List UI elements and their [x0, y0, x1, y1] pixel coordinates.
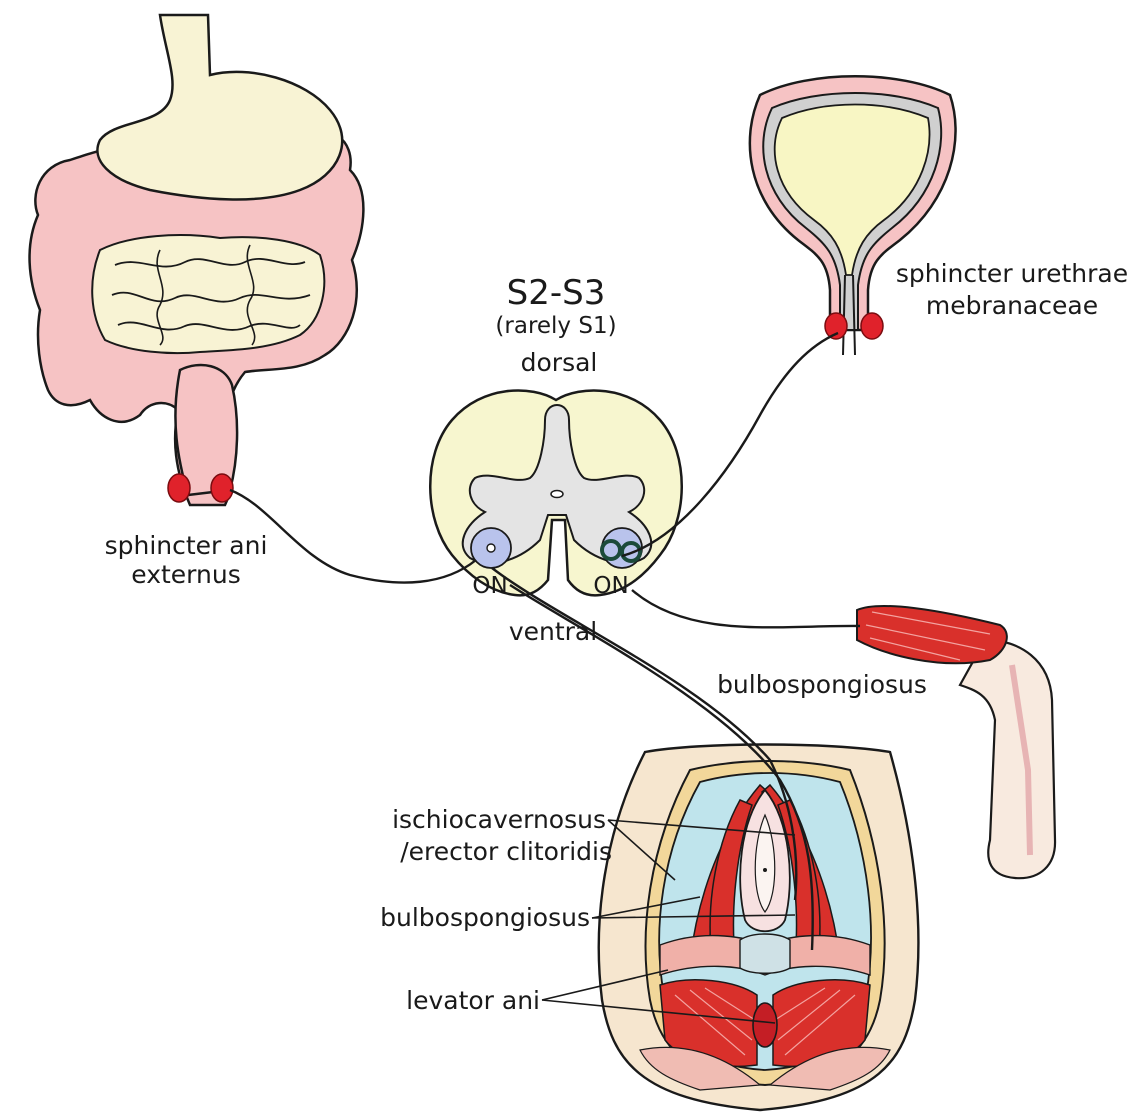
ischiocavernosus-label-line1: ischiocavernosus	[392, 805, 606, 834]
sphincter-ani-label-line1: sphincter ani	[105, 531, 268, 560]
central-canal	[551, 491, 563, 498]
sphincter-ani-externus-left	[168, 474, 190, 502]
sphincter-urethrae-right	[861, 313, 883, 339]
dorsal-label: dorsal	[521, 348, 598, 377]
sphincter-urethrae-label-line2: mebranaceae	[926, 291, 1098, 320]
onuf-nucleus-left-cell	[487, 544, 495, 552]
ventral-label: ventral	[509, 617, 597, 646]
bulbospongiosus-male-label: bulbospongiosus	[717, 670, 927, 699]
onuf-right-label: ON	[593, 573, 628, 599]
small-intestine	[92, 235, 324, 353]
bulbospongiosus-female-label: bulbospongiosus	[380, 903, 590, 932]
bulbospongiosus-muscle-male	[857, 606, 1007, 663]
bladder-illustration	[750, 76, 956, 355]
bladder-lumen	[775, 105, 930, 276]
segment-level-label: S2-S3	[507, 273, 606, 313]
sphincter-ani-externus-right	[211, 474, 233, 502]
intestines-illustration	[30, 15, 364, 505]
perineal-body	[740, 934, 790, 973]
sphincter-urethrae-label-line1: sphincter urethrae	[896, 259, 1128, 288]
female-perineum-illustration	[599, 745, 919, 1111]
ischiocavernosus-label-line2: /erector clitoridis	[400, 837, 612, 866]
onuf-left-label: ON	[472, 573, 507, 599]
penile-shaft	[960, 640, 1055, 878]
sphincter-ani-label-line2: externus	[131, 560, 240, 589]
nerve-to-bulbospongiosus-male	[632, 590, 860, 627]
levator-ani-label: levator ani	[406, 986, 540, 1015]
anal-sphincter-female	[753, 1003, 777, 1047]
stomach	[97, 15, 342, 199]
segment-note-label: (rarely S1)	[495, 313, 616, 339]
